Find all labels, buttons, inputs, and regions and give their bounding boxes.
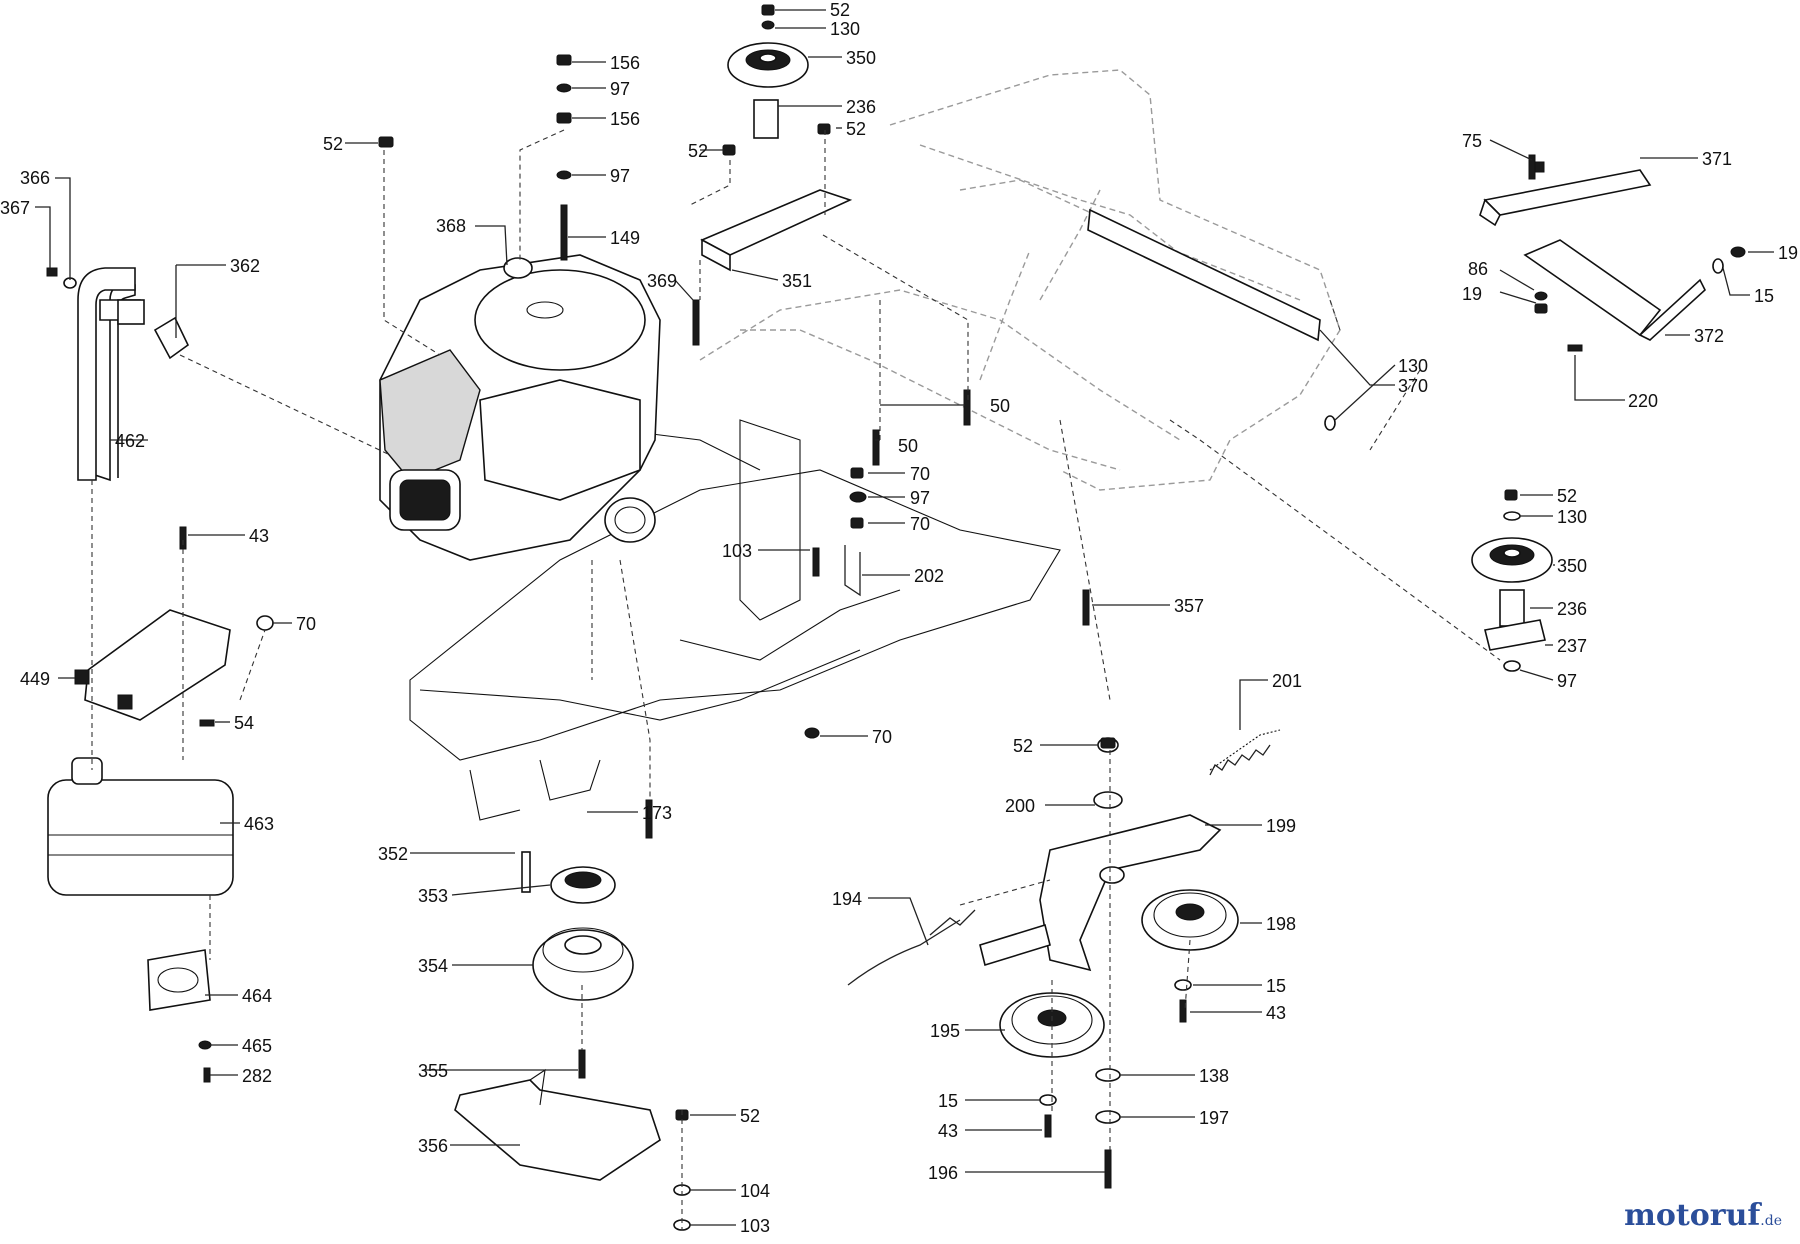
callout-220: 220	[1628, 391, 1658, 411]
callout-149: 149	[610, 228, 640, 248]
callout-197: 197	[1199, 1108, 1229, 1128]
callout-372: 372	[1694, 326, 1724, 346]
callout-130: 130	[1557, 507, 1587, 527]
callout-19: 19	[1778, 243, 1798, 263]
callout-52: 52	[1013, 736, 1033, 756]
callout-357: 357	[1174, 596, 1204, 616]
callout-173: 173	[642, 803, 672, 823]
callout-198: 198	[1266, 914, 1296, 934]
exhaust-pipe	[77, 267, 190, 482]
callout-194: 194	[832, 889, 862, 909]
callout-97: 97	[610, 79, 630, 99]
callout-75: 75	[1462, 131, 1482, 151]
spring	[1209, 729, 1281, 776]
callout-355: 355	[418, 1061, 448, 1081]
callout-236: 236	[1557, 599, 1587, 619]
callout-362: 362	[230, 256, 260, 276]
bracket-372	[1523, 239, 1706, 341]
right-pulley-assembly	[1471, 537, 1553, 651]
callout-86: 86	[1468, 259, 1488, 279]
callout-236: 236	[846, 97, 876, 117]
callout-43: 43	[249, 526, 269, 546]
engine	[379, 254, 661, 561]
callout-138: 138	[1199, 1066, 1229, 1086]
clutch-assembly	[454, 851, 661, 1181]
upper-pulley-assembly	[700, 42, 853, 272]
bolt-icon	[179, 154, 1583, 1189]
callout-351: 351	[782, 271, 812, 291]
callout-449: 449	[20, 669, 50, 689]
leader-lines	[35, 9, 1774, 1226]
callout-366: 366	[20, 168, 50, 188]
callout-202: 202	[914, 566, 944, 586]
callout-354: 354	[418, 956, 448, 976]
muffler	[47, 757, 234, 1011]
callout-103: 103	[740, 1216, 770, 1236]
callout-370: 370	[1398, 376, 1428, 396]
callout-199: 199	[1266, 816, 1296, 836]
callout-282: 282	[242, 1066, 272, 1086]
callout-462: 462	[115, 431, 145, 451]
callout-130: 130	[830, 19, 860, 39]
callout-350: 350	[846, 48, 876, 68]
callout-19: 19	[1462, 284, 1482, 304]
callout-465: 465	[242, 1036, 272, 1056]
callout-52: 52	[846, 119, 866, 139]
callout-52: 52	[1557, 486, 1577, 506]
callout-200: 200	[1005, 796, 1035, 816]
callout-15: 15	[1754, 286, 1774, 306]
callout-237: 237	[1557, 636, 1587, 656]
callout-70: 70	[910, 464, 930, 484]
pulley-198	[1141, 889, 1239, 951]
callout-195: 195	[930, 1021, 960, 1041]
callout-15: 15	[938, 1091, 958, 1111]
callout-464: 464	[242, 986, 272, 1006]
callout-15: 15	[1266, 976, 1286, 996]
callout-97: 97	[910, 488, 930, 508]
callout-52: 52	[740, 1106, 760, 1126]
callout-371: 371	[1702, 149, 1732, 169]
bracket-370	[1087, 208, 1321, 342]
callout-97: 97	[610, 166, 630, 186]
callout-50: 50	[898, 436, 918, 456]
callout-70: 70	[296, 614, 316, 634]
callout-97: 97	[1557, 671, 1577, 691]
idler-arm	[979, 814, 1222, 972]
callout-70: 70	[910, 514, 930, 534]
callout-52: 52	[688, 141, 708, 161]
callout-156: 156	[610, 109, 640, 129]
muffler-bracket	[74, 609, 231, 721]
callout-52: 52	[323, 134, 343, 154]
callout-54: 54	[234, 713, 254, 733]
callout-356: 356	[418, 1136, 448, 1156]
callout-104: 104	[740, 1181, 770, 1201]
callout-52: 52	[830, 0, 850, 20]
callout-463: 463	[244, 814, 274, 834]
callout-50: 50	[990, 396, 1010, 416]
watermark-tld: .de	[1760, 1213, 1782, 1229]
callout-43: 43	[1266, 1003, 1286, 1023]
watermark-logo: motoruf.de	[1624, 1198, 1782, 1233]
callout-350: 350	[1557, 556, 1587, 576]
callout-353: 353	[418, 886, 448, 906]
callout-43: 43	[938, 1121, 958, 1141]
callout-201: 201	[1272, 671, 1302, 691]
callout-367: 367	[0, 198, 30, 218]
cable	[847, 909, 976, 986]
callout-352: 352	[378, 844, 408, 864]
callout-368: 368	[436, 216, 466, 236]
assembly-lines	[91, 129, 1501, 1230]
callout-130: 130	[1398, 356, 1428, 376]
callout-103: 103	[722, 541, 752, 561]
callout-70: 70	[872, 727, 892, 747]
callout-369: 369	[647, 271, 677, 291]
bracket-371	[1479, 169, 1652, 227]
callout-196: 196	[928, 1163, 958, 1183]
watermark-brand: motoruf	[1624, 1198, 1761, 1233]
callout-156: 156	[610, 53, 640, 73]
